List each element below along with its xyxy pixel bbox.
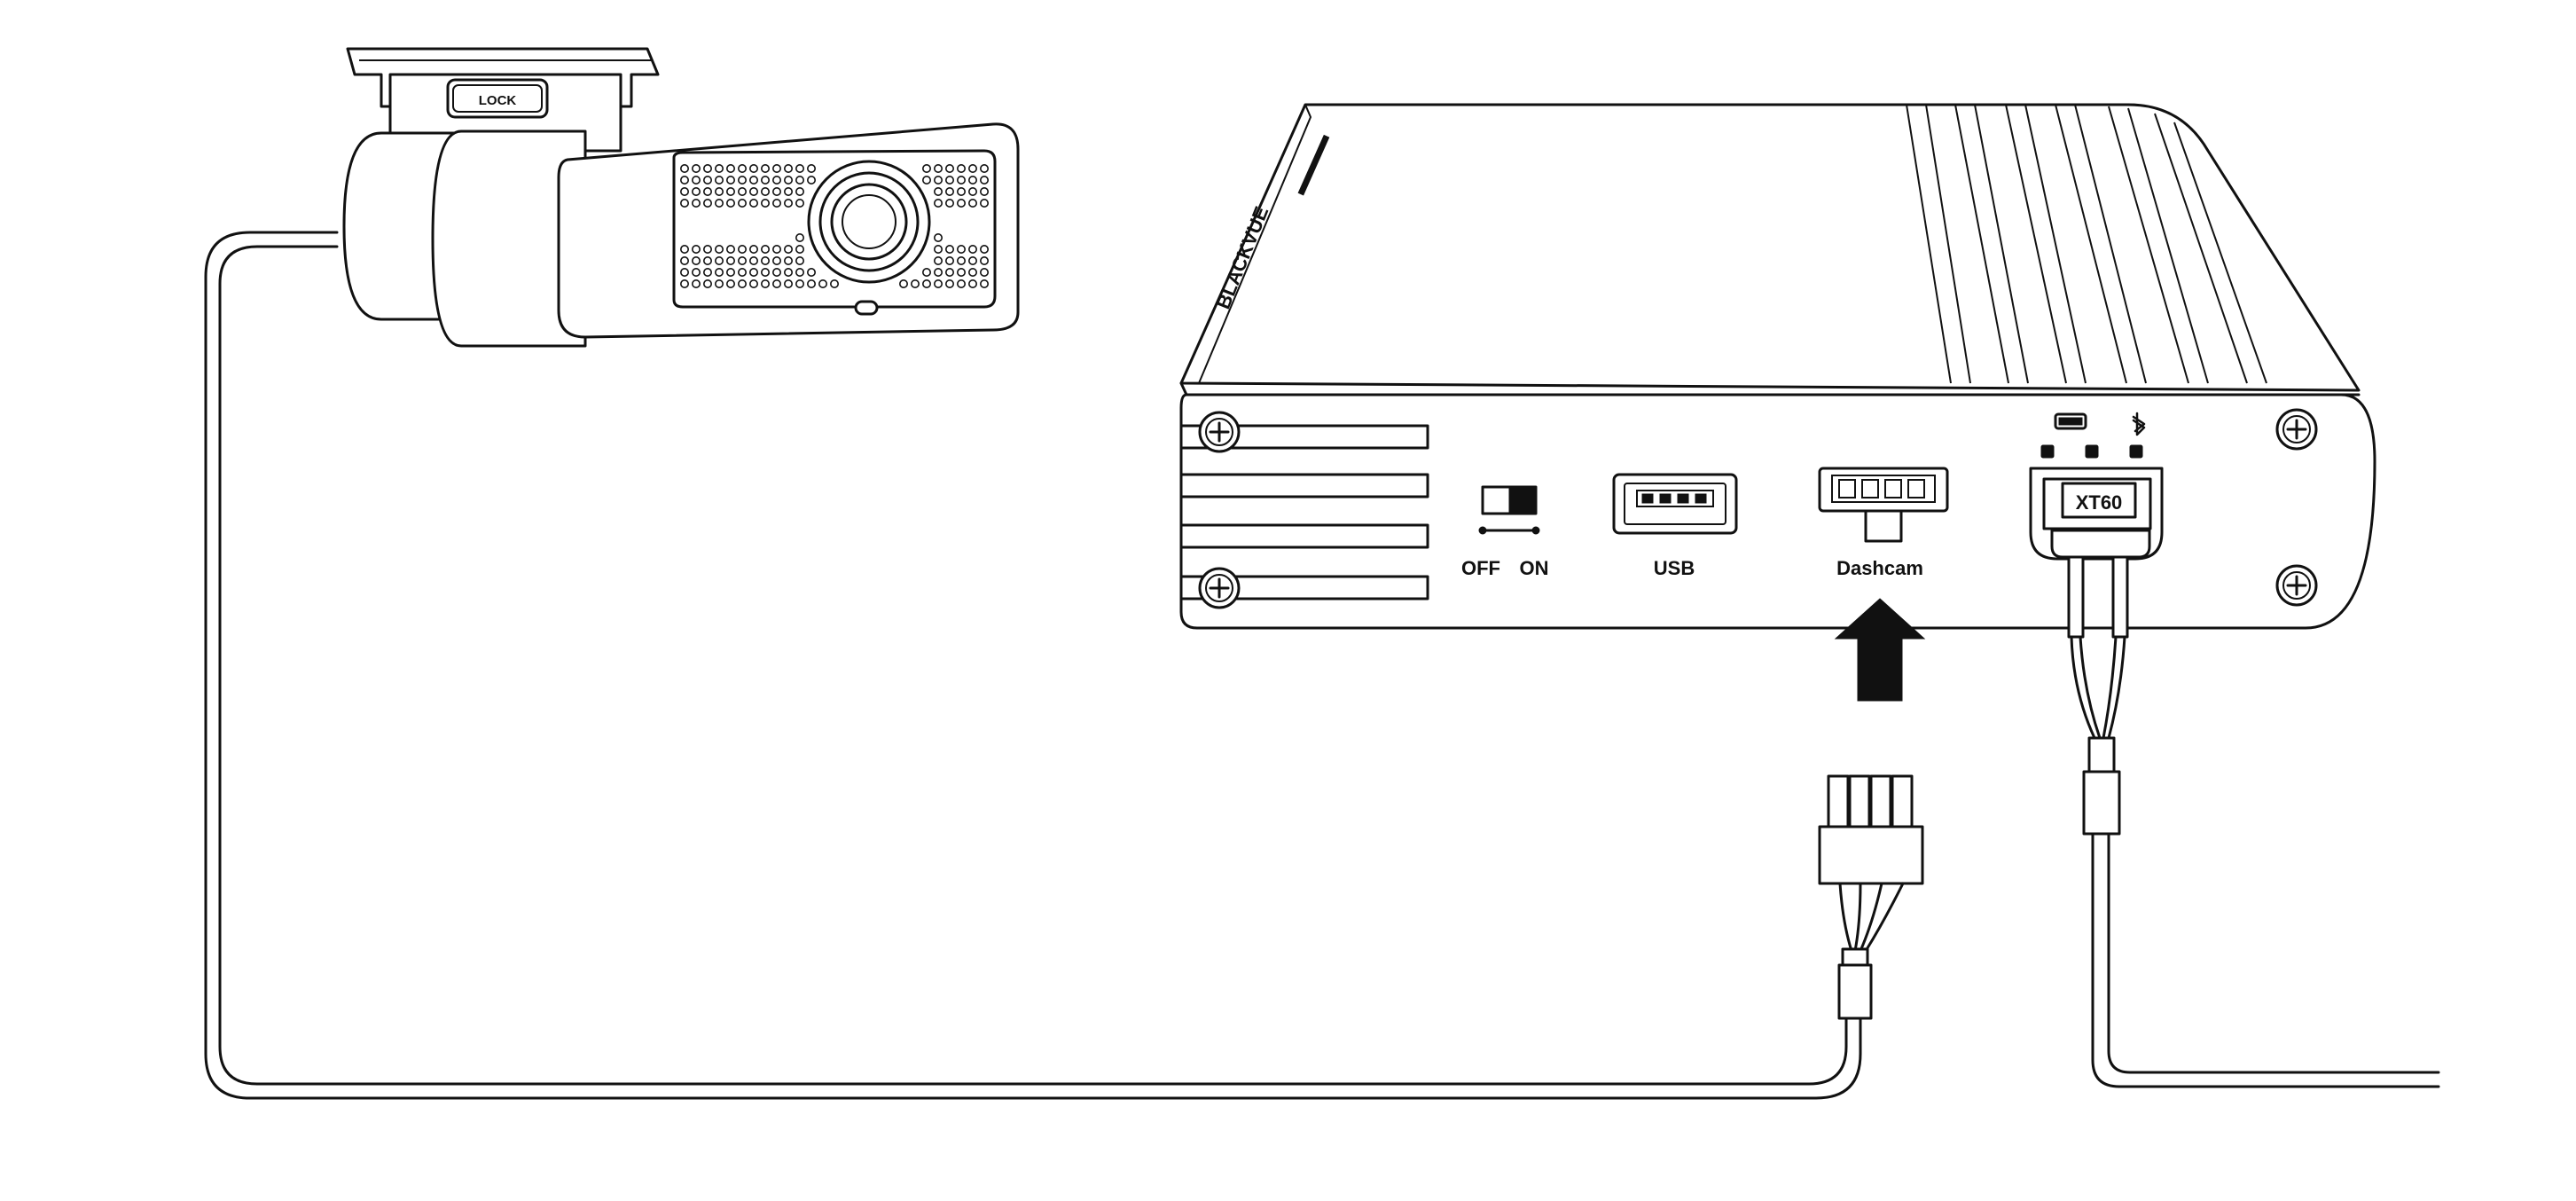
usb-port[interactable]: USB xyxy=(1612,473,1738,579)
battery-pack: BLACKVUE xyxy=(1179,103,2376,630)
bluetooth-icon xyxy=(2132,412,2146,436)
switch-off-label: OFF xyxy=(1461,557,1500,579)
vent-slots xyxy=(1179,424,1429,600)
dashcam-connector-plug xyxy=(1818,774,1924,1020)
dashcam-power-cable xyxy=(204,231,1862,1100)
battery-status-icon xyxy=(2054,412,2087,430)
screw-top-left xyxy=(1198,411,1241,453)
dashcam-port[interactable]: Dashcam xyxy=(1818,467,1949,579)
heat-sink-fins xyxy=(1906,104,2267,384)
power-switch[interactable]: OFF ON xyxy=(1461,485,1549,579)
screw-bottom-right xyxy=(2275,564,2318,607)
usb-label: USB xyxy=(1654,557,1695,579)
lock-label: LOCK xyxy=(479,93,517,108)
screw-bottom-left xyxy=(1198,567,1241,609)
xt60-power-cable xyxy=(2067,555,2440,1088)
camera-lens xyxy=(807,160,931,284)
switch-on-label: ON xyxy=(1520,557,1549,579)
xt60-port[interactable]: XT60 xyxy=(2029,467,2164,561)
led-indicators xyxy=(2040,444,2143,459)
dashcam-port-label: Dashcam xyxy=(1836,557,1923,579)
status-led xyxy=(854,300,879,316)
insert-arrow xyxy=(1834,598,1926,702)
screw-top-right xyxy=(2275,408,2318,451)
bevel-label xyxy=(1297,134,1330,196)
speaker-grille xyxy=(679,164,990,288)
xt60-label: XT60 xyxy=(2076,491,2123,514)
dashcam: LOCK xyxy=(342,47,1020,348)
lock-button[interactable]: LOCK xyxy=(446,78,549,119)
